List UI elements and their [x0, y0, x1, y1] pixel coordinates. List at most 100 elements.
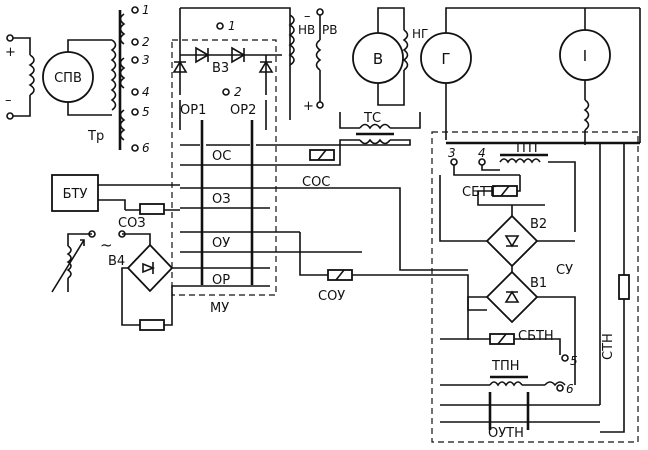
my-dashed-boundary — [171, 39, 277, 296]
rv-terminal-minus — [316, 8, 324, 16]
ac-tilde: ~ — [100, 236, 113, 254]
v4-resistor-wire — [164, 285, 180, 326]
tr-secondary-coil-3 — [119, 109, 126, 141]
outn-winding — [440, 404, 600, 423]
sth-resistor — [618, 274, 630, 300]
terminal-plus — [6, 34, 14, 42]
tpt-label: ТПТ — [513, 141, 540, 156]
or1-label: ОР1 — [180, 103, 206, 118]
v3-top-wire — [179, 7, 291, 120]
sos-slider — [317, 149, 327, 161]
my-label: МУ — [210, 301, 229, 316]
exciter-section: НВ – РВ + В НГ — [288, 7, 428, 114]
variable-arrow-head — [80, 239, 85, 246]
main-machines: Г I — [420, 7, 641, 145]
or2-label: ОР2 — [230, 103, 256, 118]
sy-contents: 3 4 ТПТ СБТТ В2 В1 СБТН 5 ТПН — [439, 141, 630, 441]
nv-label: НВ — [298, 23, 315, 37]
tpt-right-wire — [548, 161, 576, 232]
su-terminal-6 — [556, 384, 564, 392]
spv-label: СПВ — [54, 71, 82, 86]
terminal-6-label: 6 — [142, 141, 150, 155]
g-label: Г — [441, 50, 450, 68]
junction-1 — [216, 22, 224, 30]
junction-2 — [222, 88, 230, 96]
soy-slider — [335, 269, 345, 281]
tpt-wires — [453, 165, 520, 176]
ts-primary-wires — [339, 112, 421, 129]
v3-label: В3 — [212, 61, 229, 76]
su-terminal-6-label: 6 — [566, 382, 574, 396]
tr-secondary-coil-2 — [119, 57, 126, 89]
terminal-4-label: 4 — [142, 85, 150, 99]
plus-sign: + — [5, 45, 16, 60]
spv-section: + – СПВ — [5, 34, 112, 120]
junction-1-label: 1 — [228, 19, 236, 33]
terminal-1 — [131, 6, 139, 14]
btu-wires — [98, 184, 180, 210]
v2-label: В2 — [530, 217, 547, 232]
v4-resistor — [139, 319, 165, 331]
rv-coil — [315, 15, 322, 102]
tr-secondary-coil-1 — [119, 13, 126, 45]
sy-label: СУ — [556, 263, 573, 278]
or-winding — [180, 267, 270, 287]
v1-bridge — [485, 270, 539, 324]
v4-top-wire — [122, 233, 151, 245]
sbtt-slider — [500, 185, 510, 197]
v4-diode — [142, 262, 156, 274]
top-bus — [445, 7, 640, 33]
v-bottom-wire — [377, 70, 405, 106]
sos-label: СОС — [302, 175, 330, 190]
terminal-2-label: 2 — [142, 35, 150, 49]
tpn-coil — [489, 381, 523, 387]
spv-armature-wire — [67, 39, 112, 116]
tpn-label: ТПН — [491, 359, 520, 374]
soz-resistor — [139, 203, 165, 215]
terminal-5-label: 5 — [142, 105, 150, 119]
v4-ac-wire — [67, 233, 92, 246]
v4-label: В4 — [108, 254, 125, 269]
sth-wires — [599, 143, 625, 433]
junction-2-label: 2 — [234, 85, 242, 99]
soz-label: СОЗ — [118, 216, 146, 231]
spv-field-wire — [13, 37, 31, 117]
v-top-wire — [377, 7, 405, 33]
tpn-coil-2 — [544, 381, 566, 387]
terminal-3 — [131, 56, 139, 64]
motor-series-coil — [583, 99, 590, 131]
oy-label: ОУ — [212, 236, 230, 251]
os-label: ОС — [212, 149, 231, 164]
sbtn-label: СБТН — [518, 329, 554, 344]
or-working-wires — [179, 100, 267, 130]
my-cores: ОС ОЗ ОУ ОР — [179, 100, 300, 288]
v4-side-wires — [121, 267, 180, 326]
ts-transformer: ТС СОС — [300, 111, 421, 190]
terminal-4 — [131, 88, 139, 96]
ng-label: НГ — [412, 27, 428, 41]
su-terminal-5 — [561, 354, 569, 362]
tr-primary-coil — [110, 39, 117, 111]
outn-label: ОУТН — [488, 426, 524, 441]
sy-dashed-boundary — [431, 131, 639, 443]
v1-label: В1 — [530, 276, 547, 291]
sbtn-slider — [497, 333, 507, 345]
oz-label: ОЗ — [212, 192, 231, 207]
v2-diode — [504, 235, 520, 248]
su-terminal-5-label: 5 — [570, 354, 578, 368]
oy-to-soy-wire — [299, 232, 328, 276]
su-terminal-3-label: 3 — [448, 146, 456, 160]
v2-wires — [439, 175, 575, 242]
variable-arrow — [51, 239, 85, 293]
minus-sign: – — [5, 93, 12, 108]
ts-secondary-wires — [300, 139, 411, 166]
ts-coil-top — [359, 123, 391, 130]
i-label: I — [583, 47, 587, 65]
terminal-2 — [131, 38, 139, 46]
variable-inductor — [66, 245, 72, 279]
v3-rectifier: 1 В3 2 ОР1 ОР2 — [172, 7, 291, 120]
ts-coil-bottom — [359, 138, 391, 145]
diode-2 — [231, 46, 246, 64]
rv-terminal-plus — [316, 101, 324, 109]
ng-coil — [402, 29, 409, 71]
